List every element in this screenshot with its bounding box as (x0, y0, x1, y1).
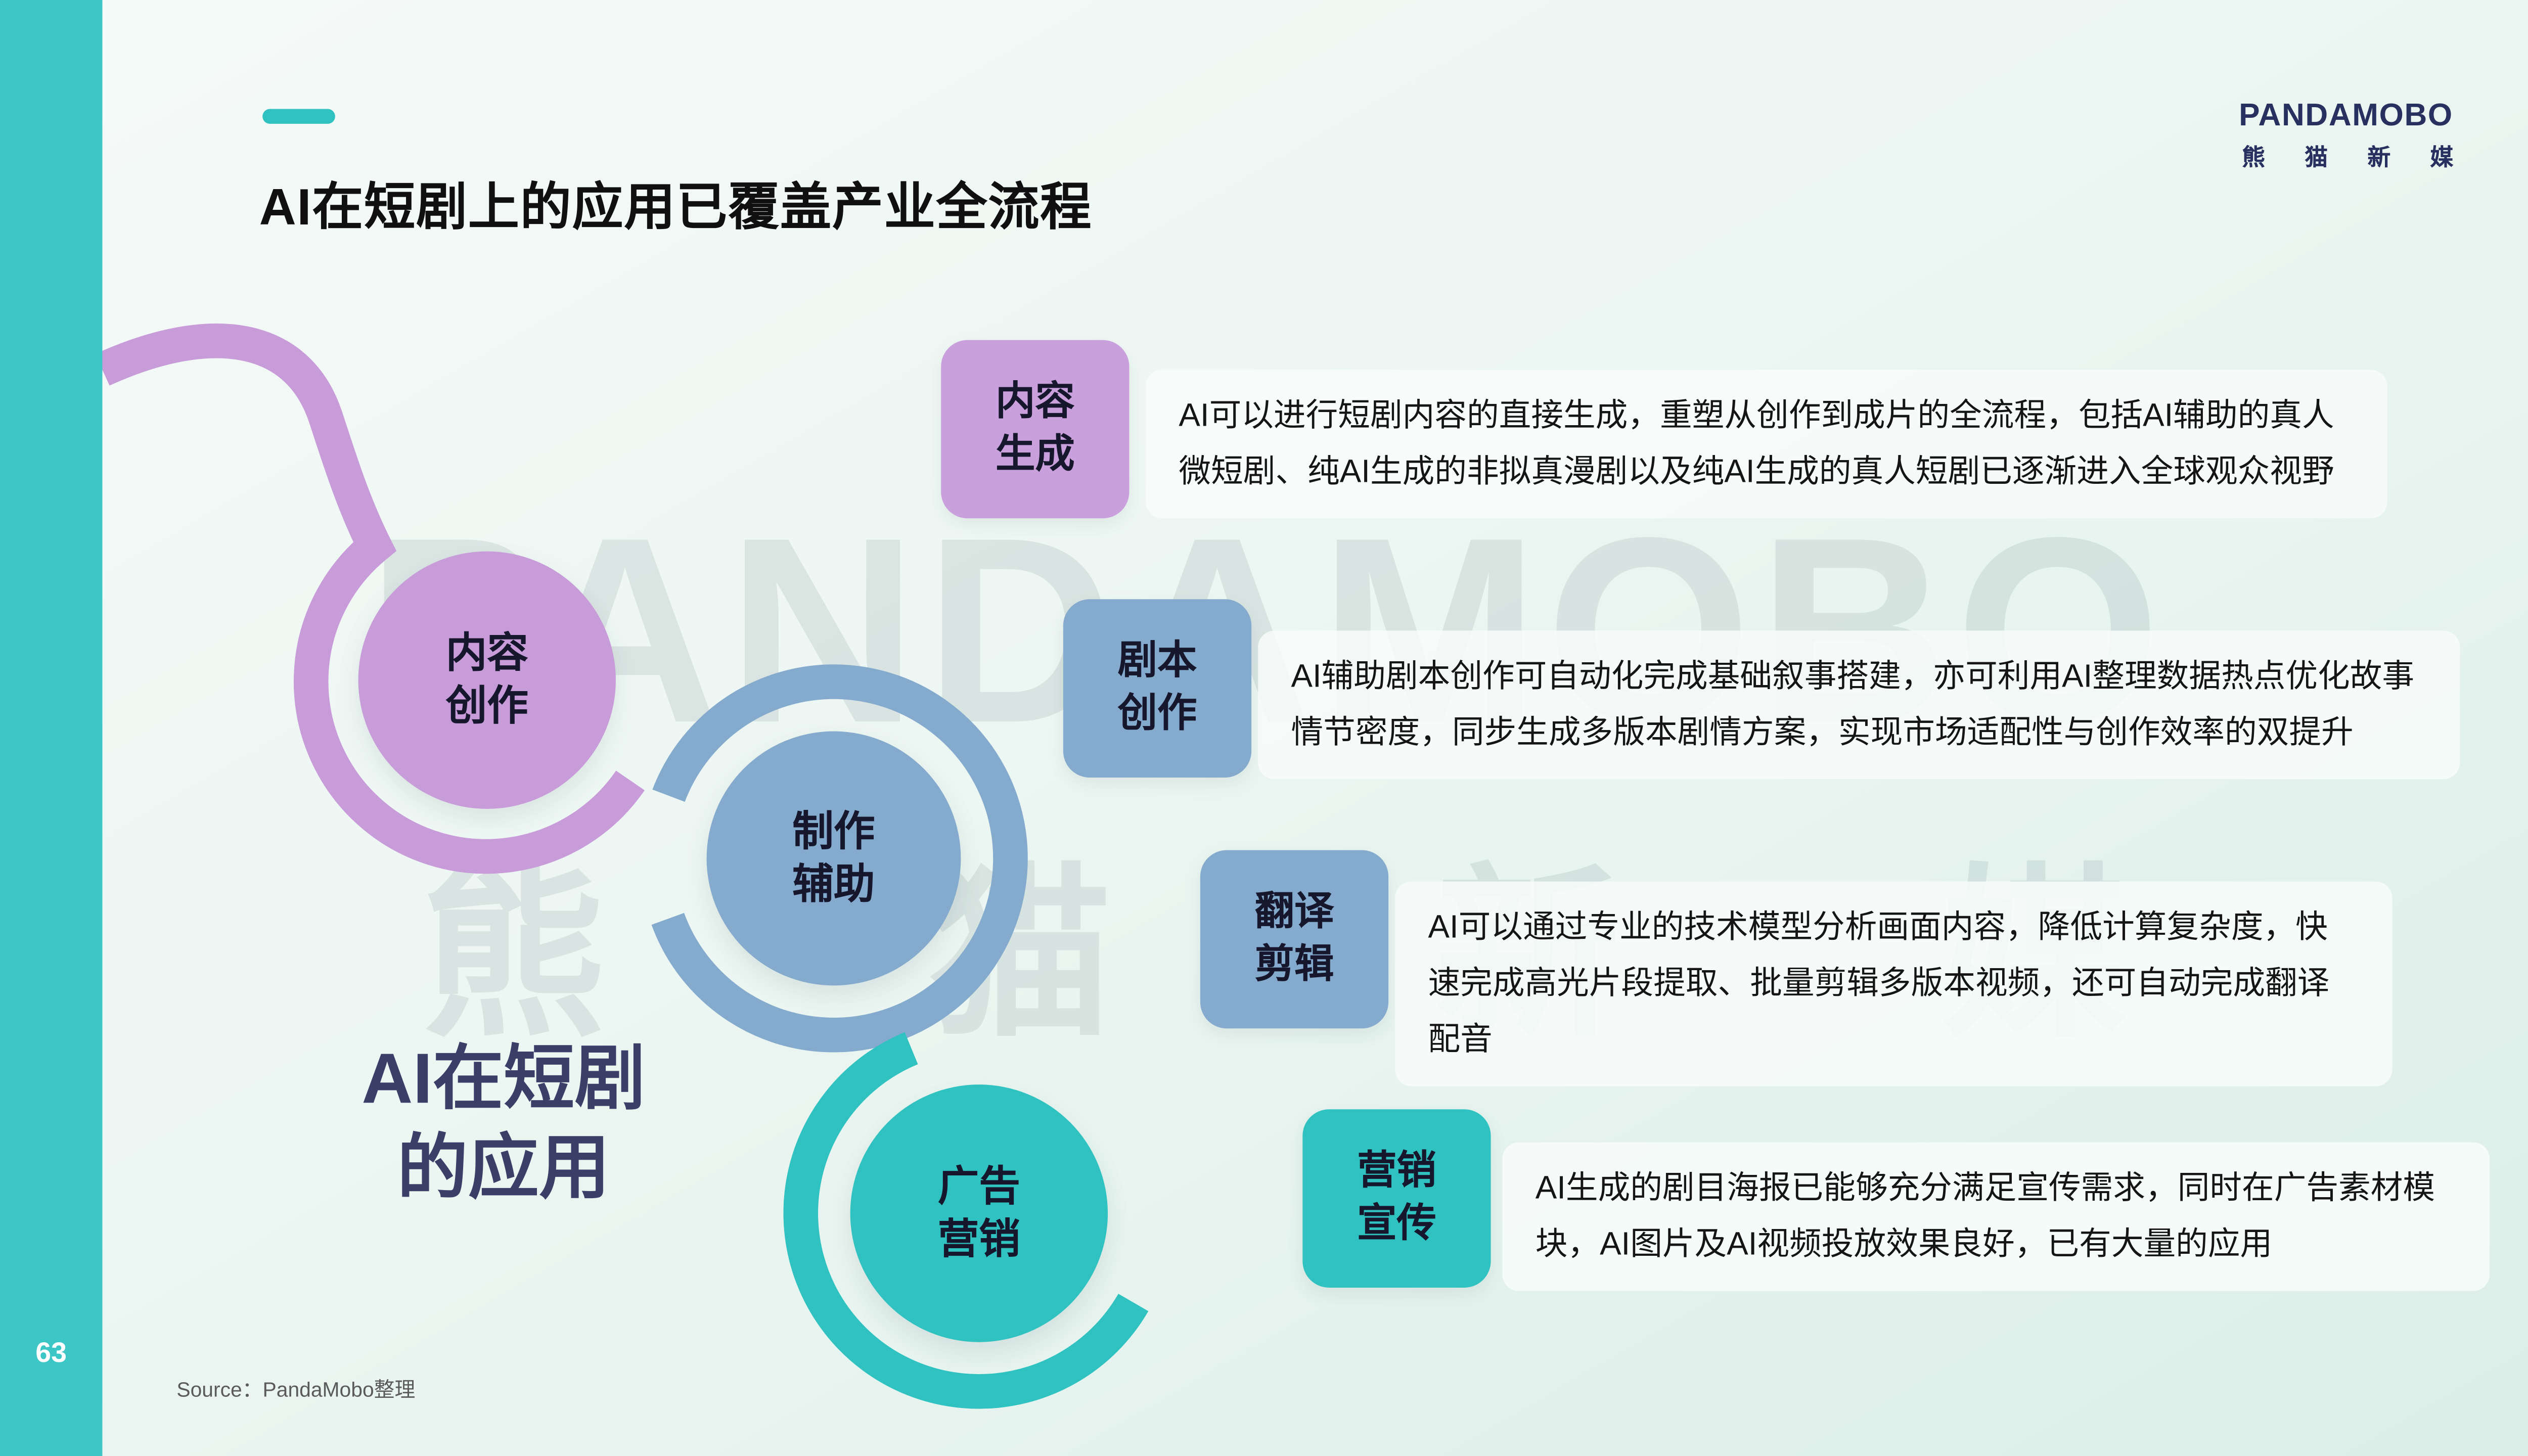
brand-logo-wordmark: PANDAMOBO (2239, 99, 2453, 134)
node-ad-marketing: 广告 营销 (850, 1084, 1108, 1342)
flow-segment-blue (651, 664, 1028, 1053)
node-production-assist: 制作 辅助 (706, 731, 961, 986)
title-accent-dash (262, 109, 335, 124)
tag-marketing-promotion: 营销 宣传 (1302, 1109, 1491, 1288)
page-number: 63 (35, 1337, 67, 1369)
brand-logo: PANDAMOBO 熊猫新媒 (2202, 99, 2490, 173)
desc-translation-editing: AI可以通过专业的技术模型分析画面内容，降低计算复杂度，快速完成高光片段提取、批… (1395, 881, 2392, 1087)
desc-marketing-promotion: AI生成的剧目海报已能够充分满足宣传需求，同时在广告素材模块，AI图片及AI视频… (1502, 1142, 2490, 1292)
tag-content-generation: 内容 生成 (941, 340, 1130, 519)
flow-segment-purple (95, 323, 645, 874)
diagram-center-label: AI在短剧 的应用 (362, 1040, 646, 1208)
desc-script-creation: AI辅助剧本创作可自动化完成基础叙事搭建，亦可利用AI整理数据热点优化故事情节密… (1258, 630, 2460, 780)
source-note: Source：PandaMobo整理 (176, 1378, 416, 1402)
sidebar-accent-bar (0, 0, 103, 1456)
desc-content-generation: AI可以进行短剧内容的直接生成，重塑从创作到成片的全流程，包括AI辅助的真人微短… (1146, 370, 2387, 519)
tag-script-creation: 剧本 创作 (1063, 599, 1252, 778)
node-content-creation: 内容 创作 (358, 551, 616, 809)
brand-logo-chinese-name: 熊猫新媒 (2242, 144, 2493, 170)
page-title: AI在短剧上的应用已覆盖产业全流程 (259, 178, 1092, 236)
flow-segment-teal (783, 1032, 1149, 1409)
tag-translation-editing: 翻译 剪辑 (1200, 850, 1389, 1029)
